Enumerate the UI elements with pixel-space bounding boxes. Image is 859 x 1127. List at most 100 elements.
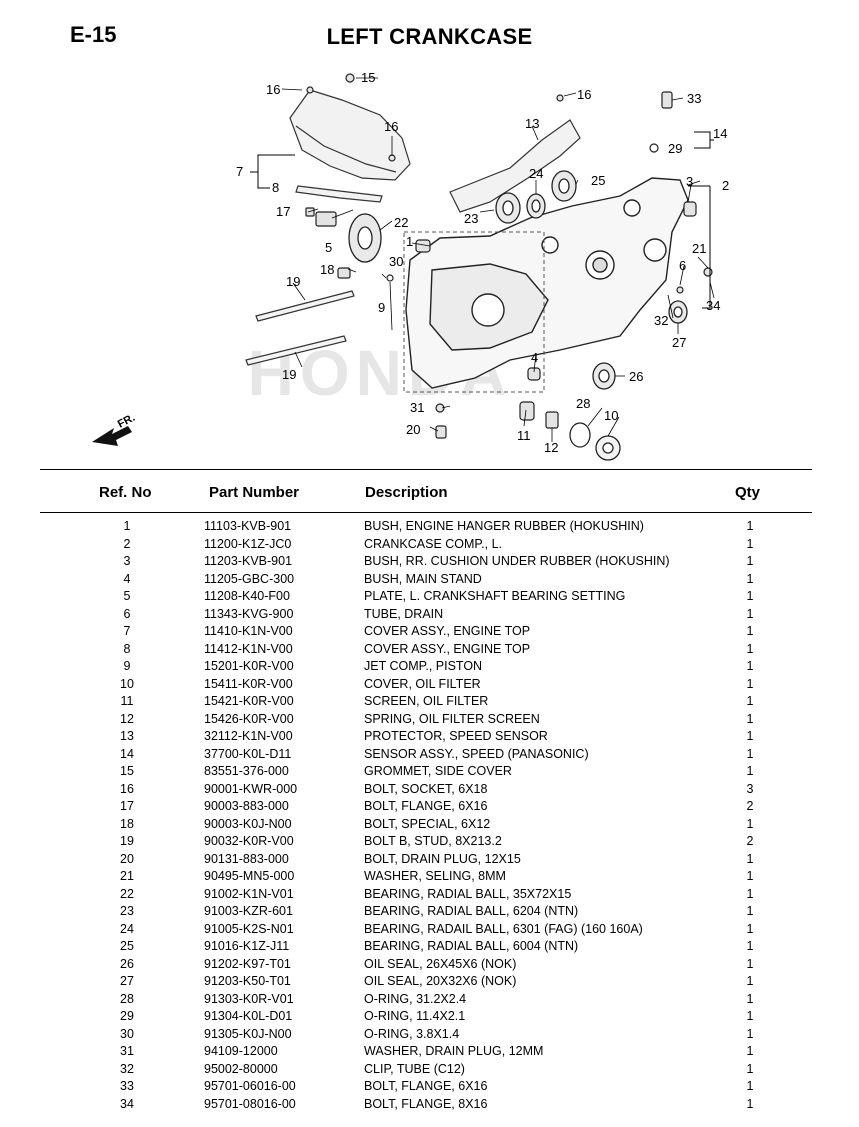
qty-cell: 1 xyxy=(746,694,754,708)
description-cell: PROTECTOR, SPEED SENSOR xyxy=(364,729,548,743)
callout-3: 3 xyxy=(686,174,693,189)
part-number-cell: 91202-K97-T01 xyxy=(204,956,291,971)
table-row: 26 91202-K97-T01 OIL SEAL, 26X45X6 (NOK) 1 xyxy=(0,956,859,974)
part-number-cell: 95002-80000 xyxy=(204,1061,278,1076)
callout-16c: 16 xyxy=(577,87,591,102)
ref-no-cell: 17 xyxy=(120,799,134,813)
qty-cell: 1 xyxy=(746,659,754,673)
sensor-protector xyxy=(449,119,581,213)
description-cell: JET COMP., PISTON xyxy=(364,659,483,673)
qty-cell: 1 xyxy=(746,974,754,988)
small-parts xyxy=(305,73,713,439)
ref-no-cell: 26 xyxy=(120,956,134,971)
callout-32: 32 xyxy=(654,313,668,328)
callout-17: 17 xyxy=(276,204,290,219)
part-number-cell: 91303-K0R-V01 xyxy=(204,991,294,1006)
part-number-cell: 90003-883-000 xyxy=(204,799,289,813)
description-cell: BOLT, SPECIAL, 6X12 xyxy=(364,816,491,831)
engine-top-cover xyxy=(289,89,411,203)
callout-6: 6 xyxy=(679,258,686,273)
part-number-cell: 91305-K0J-N00 xyxy=(204,1026,292,1041)
description-cell: O-RING, 11.4X2.1 xyxy=(364,1009,466,1023)
qty-cell: 1 xyxy=(746,624,754,638)
part-number-cell: 94109-12000 xyxy=(204,1044,278,1058)
ref-no-cell: 10 xyxy=(120,676,134,691)
qty-cell: 1 xyxy=(746,536,754,551)
part-number-cell: 91304-K0L-D01 xyxy=(204,1009,293,1023)
page-title: LEFT CRANKCASE xyxy=(326,24,533,49)
table-row: 1 11103-KVB-901 BUSH, ENGINE HANGER RUBBER… xyxy=(0,518,859,536)
callout-18: 18 xyxy=(320,262,334,277)
description-cell: BUSH, ENGINE HANGER RUBBER (HOKUSHIN) xyxy=(364,519,644,533)
ref-no-cell: 25 xyxy=(120,939,134,953)
callout-24: 24 xyxy=(529,166,543,181)
ref-no-cell: 11 xyxy=(120,694,134,708)
description-cell: COVER ASSY., ENGINE TOP xyxy=(364,624,531,638)
callout-16a: 16 xyxy=(266,82,280,97)
qty-cell: 1 xyxy=(746,1079,754,1093)
description-cell: BOLT, FLANGE, 6X16 xyxy=(364,799,488,813)
callout-29: 29 xyxy=(668,141,682,156)
description-cell: CLIP, TUBE (C12) xyxy=(364,1061,465,1076)
part-number-cell: 91003-KZR-601 xyxy=(204,904,293,918)
part-number-cell: 83551-376-000 xyxy=(204,764,289,778)
qty-cell: 1 xyxy=(746,589,754,603)
callout-labels: 1 2 3 4 5 6 7 8 9 10 11 12 13 14 15 16 1… xyxy=(236,70,729,455)
callout-13: 13 xyxy=(525,116,539,131)
callout-1: 1 xyxy=(406,234,413,249)
callout-9: 9 xyxy=(378,300,385,315)
qty-cell: 1 xyxy=(746,641,754,656)
ref-no-cell: 14 xyxy=(120,746,134,761)
part-number-cell: 90003-K0J-N00 xyxy=(204,816,292,831)
qty-cell: 1 xyxy=(746,956,754,971)
description-cell: O-RING, 31.2X2.4 xyxy=(364,991,467,1006)
header-description: Description xyxy=(365,484,448,501)
part-number-cell: 90001-KWR-000 xyxy=(204,781,298,796)
qty-cell: 2 xyxy=(746,799,754,813)
ref-no-cell: 15 xyxy=(120,764,134,778)
qty-cell: 1 xyxy=(746,1009,754,1023)
part-number-cell: 11205-GBC-300 xyxy=(204,571,295,586)
callout-10: 10 xyxy=(604,408,618,423)
part-number-cell: 11200-K1Z-JC0 xyxy=(204,536,292,551)
qty-cell: 1 xyxy=(746,1026,754,1041)
callout-2: 2 xyxy=(722,178,729,193)
qty-cell: 1 xyxy=(746,816,754,831)
description-cell: OIL SEAL, 26X45X6 (NOK) xyxy=(364,956,517,971)
qty-cell: 1 xyxy=(746,939,754,953)
qty-cell: 1 xyxy=(746,711,754,726)
qty-cell: 1 xyxy=(746,519,754,533)
ref-no-cell: 5 xyxy=(123,589,131,603)
description-cell: OIL SEAL, 20X32X6 (NOK) xyxy=(364,974,517,988)
ref-no-cell: 9 xyxy=(123,659,131,673)
part-number-cell: 15411-K0R-V00 xyxy=(204,676,293,691)
qty-cell: 1 xyxy=(746,554,754,568)
ref-no-cell: 19 xyxy=(120,834,134,848)
callout-19a: 19 xyxy=(286,274,300,289)
part-number-cell: 11412-K1N-V00 xyxy=(204,641,293,656)
qty-cell: 1 xyxy=(746,921,754,936)
header-qty: Qty xyxy=(735,484,761,501)
callout-33: 33 xyxy=(687,91,701,106)
qty-cell: 1 xyxy=(746,904,754,918)
callout-15: 15 xyxy=(361,70,375,85)
qty-cell: 1 xyxy=(746,746,754,761)
ref-no-cell: 4 xyxy=(123,571,131,586)
part-number-cell: 91002-K1N-V01 xyxy=(204,886,294,901)
callout-25: 25 xyxy=(591,173,605,188)
part-number-cell: 91203-K50-T01 xyxy=(204,974,291,988)
qty-cell: 1 xyxy=(746,764,754,778)
part-number-cell: 11103-KVB-901 xyxy=(204,519,292,533)
ref-no-cell: 22 xyxy=(120,886,134,901)
